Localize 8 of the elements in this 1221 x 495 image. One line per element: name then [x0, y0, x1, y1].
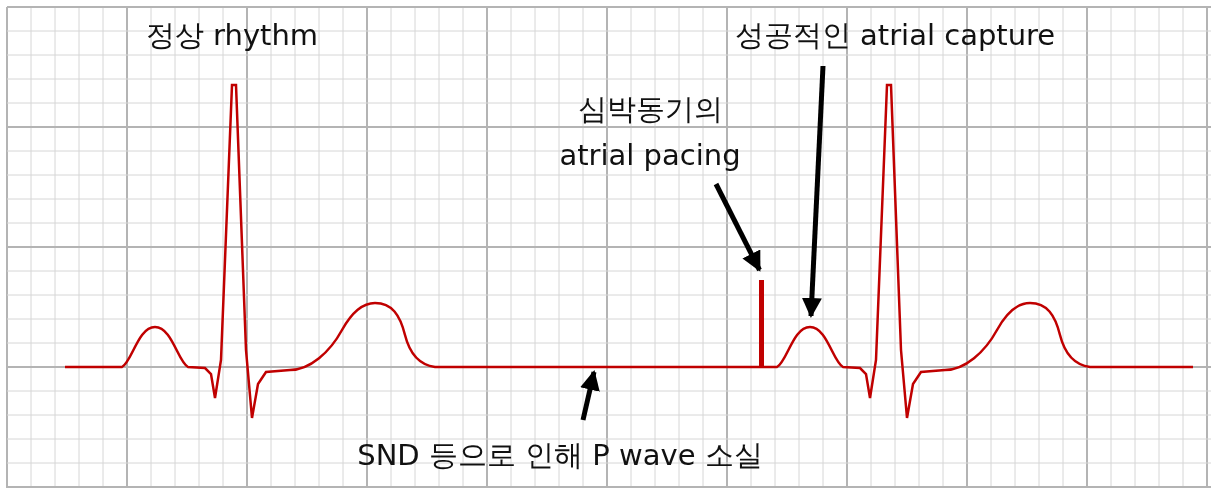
annotation-text: 심박동기의 atrial pacing [540, 86, 760, 178]
leader-arrow [713, 182, 762, 272]
leader-arrow [801, 65, 826, 318]
annotation-text: SND 등으로 인해 P wave 소실 [300, 432, 820, 478]
annotation-text: 성공적인 atrial capture [700, 12, 1090, 58]
leader-arrow [580, 370, 600, 421]
rhythm-label: 정상 rhythm [144, 17, 320, 54]
pacing-spike [759, 280, 764, 367]
